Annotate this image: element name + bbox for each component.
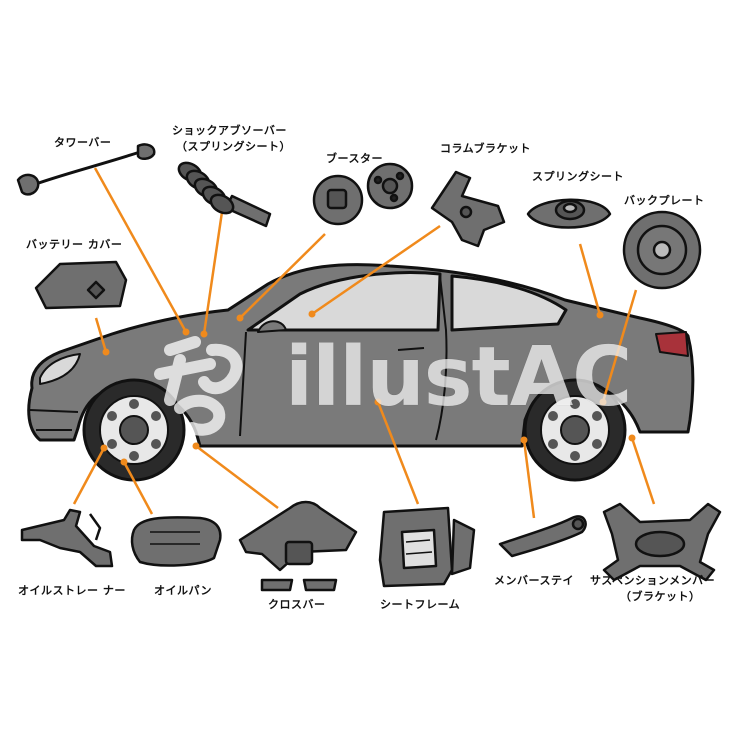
label-seat-frame: シートフレーム — [380, 598, 461, 611]
label-bracket-paren: （ブラケット） — [620, 590, 701, 603]
back-plate-part — [622, 210, 702, 290]
leader-lines — [72, 167, 656, 519]
oil-pan-part — [130, 516, 222, 567]
car-headlight — [39, 353, 81, 385]
cross-bar-part — [238, 500, 358, 592]
suspension-member-part — [602, 502, 722, 582]
label-column-bracket: コラムブラケット — [440, 142, 532, 155]
leader-spring-seat — [578, 243, 602, 316]
oil-strainer-part — [20, 508, 114, 568]
car — [27, 263, 695, 482]
leader-back-plate — [601, 289, 638, 403]
label-member-stay: メンバーステイ — [494, 574, 574, 587]
shock-absorber-part — [177, 161, 272, 228]
leader-cross-bar — [195, 445, 279, 509]
car-mirror — [257, 320, 287, 333]
label-booster: ブースター — [326, 152, 383, 165]
label-oil-pan: オイルパン — [154, 584, 213, 597]
label-cross-bar: クロスバー — [268, 598, 326, 611]
battery-cover-part — [34, 260, 128, 310]
label-suspension-member: サスペンションメンバー — [590, 574, 716, 587]
label-shock-absorber: ショックアブソーバー — [172, 124, 287, 137]
label-spring-seat-paren: （スプリングシート） — [176, 140, 291, 153]
label-oil-strainer: オイルストレー ナー — [18, 584, 126, 597]
leader-battery-cover — [94, 317, 108, 353]
label-back-plate: バックプレート — [624, 194, 705, 207]
car-window — [246, 271, 442, 332]
tower-bar-part — [16, 143, 156, 196]
leader-dots — [100, 310, 636, 466]
front-wheel — [82, 378, 186, 482]
rear-wheel — [523, 378, 627, 482]
seat-frame-part — [378, 506, 476, 588]
label-tower-bar: タワーバー — [54, 136, 112, 149]
car-door-line — [239, 275, 448, 441]
leader-booster — [239, 233, 326, 319]
leader-suspension-member — [630, 437, 656, 505]
car-door-handle — [397, 347, 425, 351]
car-bumper-line — [29, 409, 79, 431]
leader-column-bracket — [311, 224, 441, 316]
leader-seat-frame — [376, 401, 420, 505]
leader-shock-absorber — [202, 211, 224, 335]
leader-member-stay — [522, 439, 536, 519]
spring-seat-part — [526, 198, 612, 229]
leader-oil-strainer — [72, 447, 106, 505]
car-rear-window — [450, 274, 568, 332]
column-bracket-part — [430, 170, 506, 248]
booster-part — [312, 162, 414, 226]
leader-tower-bar — [93, 167, 188, 333]
label-spring-seat: スプリングシート — [532, 170, 624, 183]
car-taillight — [655, 331, 689, 357]
label-battery-cover: バッテリー カバー — [26, 238, 123, 251]
member-stay-part — [498, 515, 587, 558]
leader-oil-pan — [122, 461, 154, 515]
